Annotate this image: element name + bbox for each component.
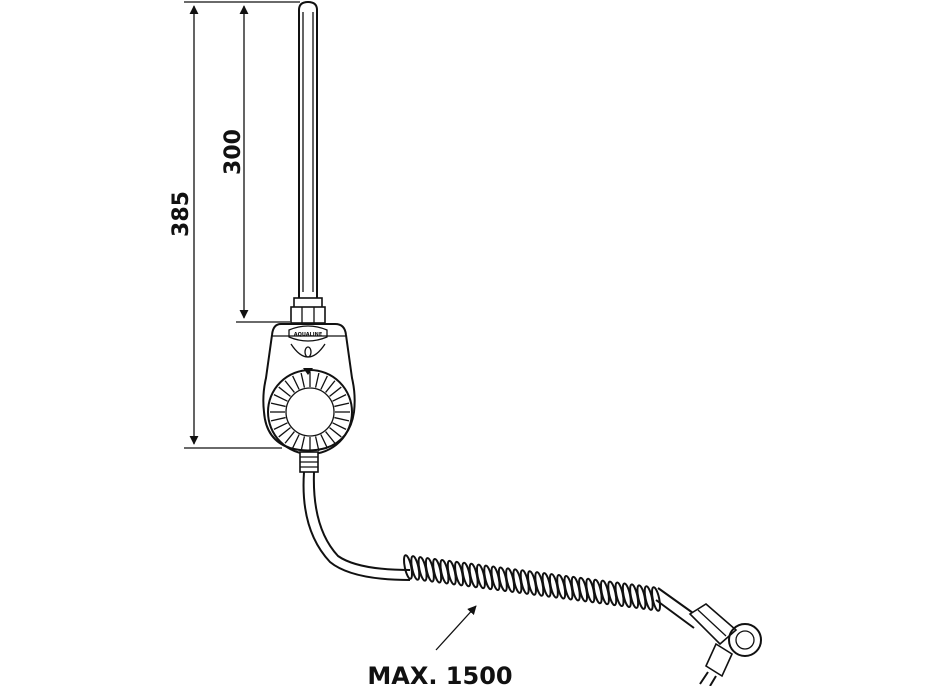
dial-tick (292, 375, 300, 390)
dial-tick (325, 431, 336, 444)
cable-tail-bottom (655, 599, 695, 629)
leader-arrow (435, 605, 477, 651)
indicator-lamp-icon (304, 346, 312, 358)
dial-tick (332, 394, 347, 402)
heating-rod (290, 0, 326, 324)
cable-straight-left (302, 471, 411, 581)
cable-length-label: MAX. 1500 (367, 662, 512, 686)
rod-outline (298, 0, 318, 300)
dial-center (285, 387, 335, 437)
thermostat-dial[interactable] (267, 369, 353, 455)
dimension-label-385: 385 (169, 191, 194, 237)
dimension-385: 385 (169, 1, 282, 449)
dial-tick (320, 434, 328, 449)
cable-length-callout: MAX. 1500 (367, 605, 513, 690)
power-cable (299, 451, 701, 629)
dimension-300: 300 (221, 1, 300, 323)
plug-head (704, 642, 734, 678)
dial-tick (325, 380, 336, 393)
dial-tick (332, 422, 347, 430)
dial-tick (270, 416, 286, 422)
plug-ring (728, 623, 762, 657)
dial-tick (278, 427, 291, 438)
coil-loop (650, 586, 662, 612)
dial-tick (314, 436, 320, 452)
coiled-cable (402, 554, 662, 612)
power-plug (688, 603, 762, 687)
dial-tick (284, 431, 295, 444)
dial-ticks (270, 372, 350, 452)
plug-pin-2 (709, 675, 717, 687)
dial-tick (334, 416, 350, 422)
dimension-label-300: 300 (221, 129, 246, 175)
logo-text: AQUALINE (294, 332, 323, 338)
dial-tick (314, 372, 320, 388)
dial-tick (334, 402, 350, 408)
dial-tick (300, 436, 306, 452)
dial-tick (278, 386, 291, 397)
dial-tick (273, 394, 288, 402)
dial-tick (329, 427, 342, 438)
dial-tick (292, 434, 300, 449)
indicator-window (290, 343, 326, 358)
dial-tick (329, 386, 342, 397)
dial-tick (320, 375, 328, 390)
plug-body-edge (697, 609, 727, 637)
control-housing: AQUALINE (262, 323, 356, 455)
hex-nut (290, 306, 326, 324)
logo-badge (288, 325, 328, 342)
dial-tick (300, 372, 306, 388)
cable-straight-right (312, 471, 411, 571)
plug-pin-1 (699, 671, 709, 685)
dial-tick (270, 402, 286, 408)
plug-ring-inner (735, 630, 755, 650)
dial-tick (284, 380, 295, 393)
dial-tick (273, 422, 288, 430)
